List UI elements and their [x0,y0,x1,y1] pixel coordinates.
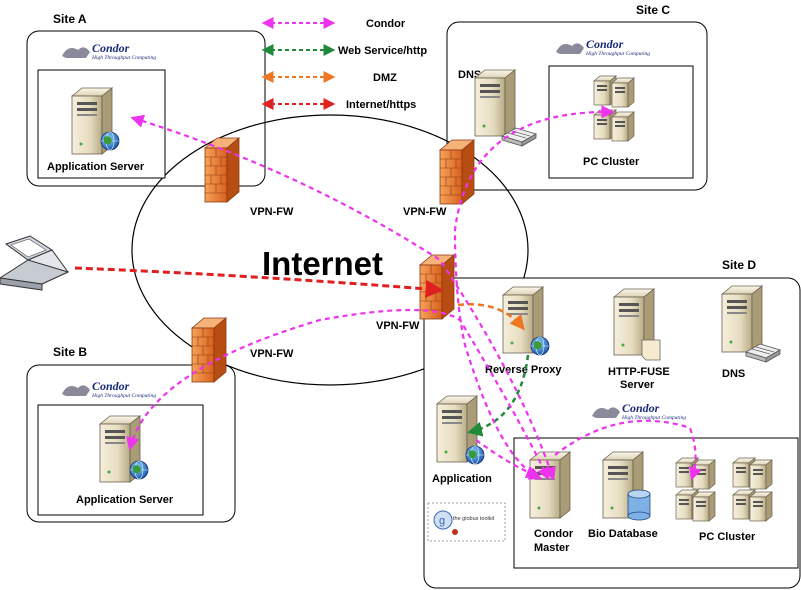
reverse-proxy-server [502,286,550,356]
svg-text:High Throughput Computing: High Throughput Computing [621,415,686,421]
svg-text:Condor: Condor [92,379,130,393]
condor-master-server [529,451,571,519]
firewall-site-b [191,317,227,383]
site-c-dns-server [474,69,537,147]
svg-text:Condor: Condor [622,401,660,415]
firewall-site-b-label: VPN-FW [250,348,294,360]
site-d-title: Site D [722,258,756,272]
svg-text:High Throughput Computing: High Throughput Computing [91,55,156,61]
internet-https-link [74,266,444,298]
condor-link-site-d-cluster [554,419,702,481]
condor-master-label-line1: Condor [534,528,574,540]
globus-toolkit-logo: g the globus toolkit [427,502,506,542]
globe-icon [129,460,149,480]
legend-webservice-label: Web Service/http [338,45,427,57]
site-b-title: Site B [53,345,87,359]
svg-text:High Throughput Computing: High Throughput Computing [585,51,650,57]
database-icon [627,489,651,521]
legend-condor-label: Condor [366,18,406,30]
http-fuse-label-line2: Server [620,379,655,391]
site-a-server-label: Application Server [47,161,145,173]
svg-text:Condor: Condor [92,41,130,55]
svg-text:High Throughput Computing: High Throughput Computing [91,393,156,399]
condor-link-site-a [130,114,556,481]
globe-icon [530,336,550,356]
condor-master-label-line2: Master [534,542,570,554]
application-label: Application [432,473,492,485]
condor-logo-site-b: Condor High Throughput Computing [62,379,156,399]
firewall-site-c-label: VPN-FW [403,206,447,218]
bio-database-server [602,451,651,521]
svg-text:the globus toolkit: the globus toolkit [453,516,495,522]
site-c-cluster-label: PC Cluster [583,156,640,168]
condor-logo-site-c: Condor High Throughput Computing [556,37,650,57]
laptop-client [0,235,70,291]
svg-text:Condor: Condor [586,37,624,51]
firewall-site-d [419,254,455,320]
condor-link-site-b [126,308,550,481]
http-fuse-server [613,288,661,361]
site-b-server-label: Application Server [76,494,174,506]
site-a-application-server [71,87,120,155]
application-server [436,395,485,465]
site-c-title: Site C [636,3,670,17]
globe-icon [100,131,120,151]
legend: Condor Web Service/http DMZ Internet/htt… [261,17,427,111]
globe-icon [465,445,485,465]
svg-text:g: g [439,515,445,527]
legend-internet-label: Internet/https [346,99,416,111]
condor-link-application [475,439,540,479]
http-fuse-label-line1: HTTP-FUSE [608,366,670,378]
condor-link-site-c [453,105,615,480]
firewall-site-a [204,137,240,203]
bio-database-label: Bio Database [588,528,658,540]
firewall-site-c [439,139,475,205]
condor-logo-site-a: Condor High Throughput Computing [62,41,156,61]
firewall-site-d-label: VPN-FW [376,320,420,332]
site-d-dns-label: DNS [722,368,745,380]
internet-label: Internet [262,245,383,282]
site-a-title: Site A [53,12,87,26]
legend-dmz-label: DMZ [373,72,397,84]
firewall-site-a-label: VPN-FW [250,206,294,218]
globus-icon [433,510,453,530]
site-d-cluster-label: PC Cluster [699,531,756,543]
